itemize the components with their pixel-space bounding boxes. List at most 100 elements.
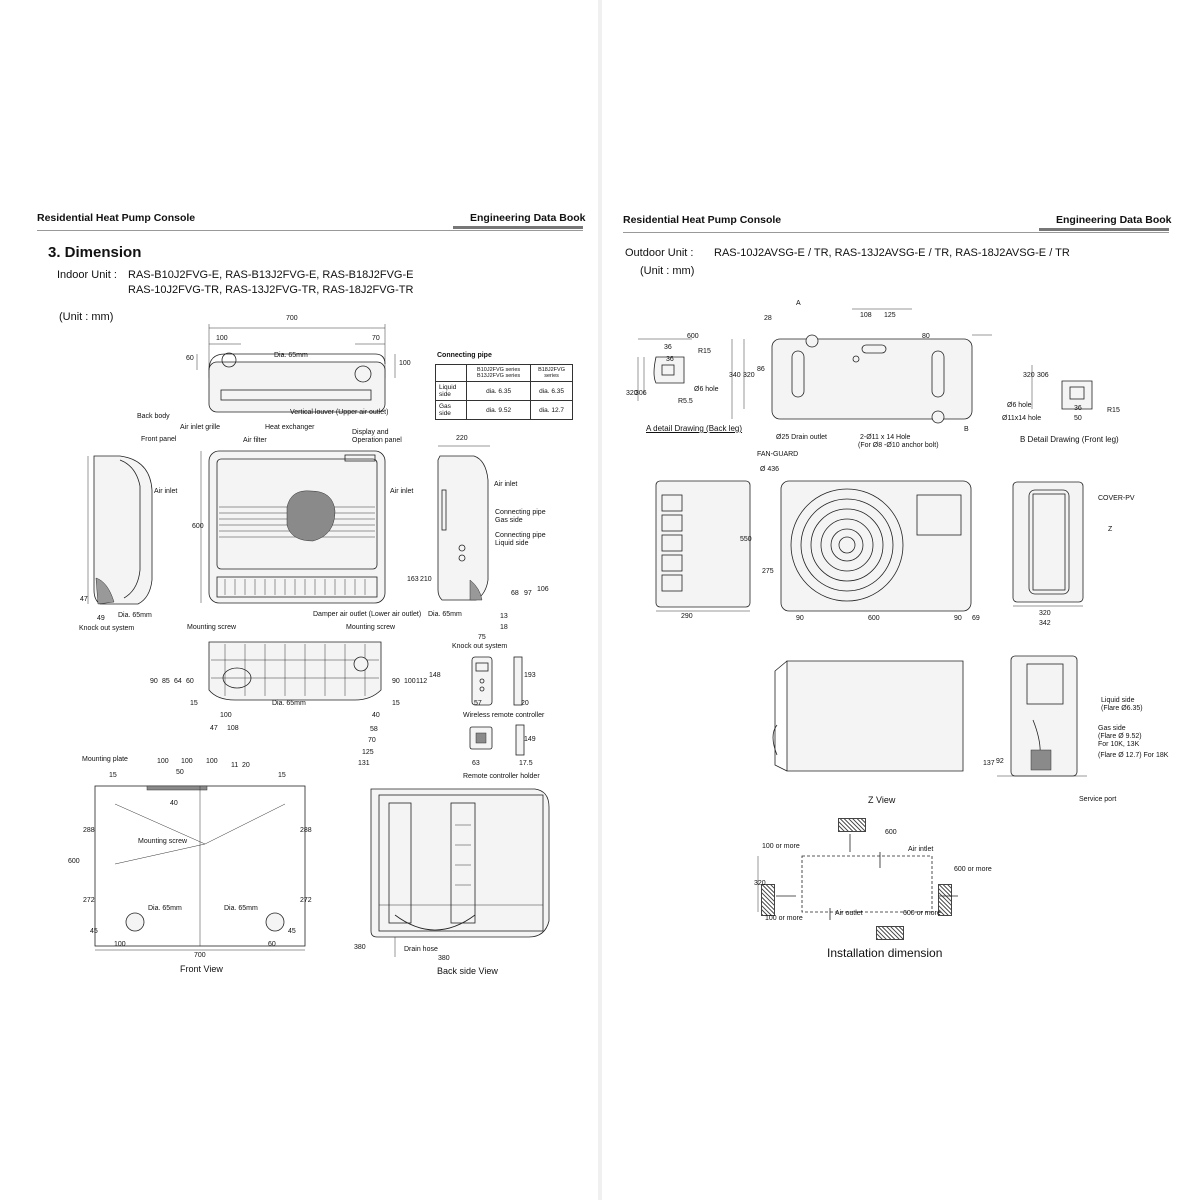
dim-68: 68: [511, 590, 519, 597]
dim-125: 125: [362, 749, 374, 756]
dim-45-right: 45: [288, 928, 296, 935]
dim-49: 49: [97, 615, 105, 622]
liquid-side-label: Liquid side: [1101, 697, 1135, 704]
dim-28: 28: [764, 315, 772, 322]
hole-2-label: 2-Ø11 x 14 Hole: [860, 434, 911, 441]
dim-100-top: 100: [216, 335, 228, 342]
dim-275: 275: [762, 568, 774, 575]
dia65-bottom-label: Dia. 65mm: [272, 700, 306, 707]
dim-210: 210: [420, 576, 432, 583]
gas-for-label: For 10K, 13K: [1098, 741, 1140, 748]
knock-out-label: Knock out system: [79, 625, 135, 632]
dim-90-left: 90: [150, 678, 158, 685]
b-detail-caption: B Detail Drawing (Front leg): [1020, 435, 1119, 444]
pipe-value-cell: dia. 6.35: [466, 381, 532, 401]
air-inlet-left-label: Air inlet: [154, 488, 178, 495]
installation-dimension-caption: Installation dimension: [827, 946, 943, 960]
dim-148: 148: [429, 672, 441, 679]
wall-hatch-top: [838, 818, 866, 832]
dia65-right-label: Dia. 65mm: [428, 611, 462, 618]
pipe-value-cell: dia. 6.35: [530, 381, 573, 401]
mounting-plate-front-view-drawing: [94, 785, 306, 951]
r15-b-label: R15: [1107, 407, 1120, 414]
dim-20-plate: 20: [242, 762, 250, 769]
dim-92: 92: [996, 758, 1004, 765]
dim-47: 47: [80, 596, 88, 603]
dim-600-install: 600: [885, 829, 897, 836]
dim-290: 290: [681, 613, 693, 620]
gas-flare-label: (Flare Ø 9.52): [1098, 733, 1142, 740]
page-gutter: [598, 0, 602, 1200]
dim-70-top: 70: [372, 335, 380, 342]
wall-hatch-bottom: [876, 926, 904, 940]
connecting-pipe-liquid-label: Connecting pipe Liquid side: [495, 532, 546, 547]
service-port-label: Service port: [1079, 796, 1117, 803]
mounting-plate-label: Mounting plate: [82, 756, 128, 763]
dim-40: 40: [372, 712, 380, 719]
remote-controller-drawing: [469, 656, 525, 756]
header-title: Residential Heat Pump Console: [37, 212, 196, 224]
dia65-plate-right-label: Dia. 65mm: [224, 905, 258, 912]
left-page: Residential Heat Pump Console Engineerin…: [0, 0, 598, 1200]
dim-11-plate: 11: [231, 762, 239, 769]
dim-58: 58: [370, 726, 378, 733]
dim-700-top: 700: [286, 315, 298, 322]
b-detail-drawing: [1031, 365, 1093, 410]
gas-side-label: Gas side: [1098, 725, 1126, 732]
air-inlet-grille-label: Air inlet grille: [180, 424, 221, 431]
dim-220: 220: [456, 435, 468, 442]
anchor-bolt-label: (For Ø8 -Ø10 anchor bolt): [858, 442, 939, 449]
liquid-flare-label: (Flare Ø6.35): [1101, 705, 1143, 712]
dim-69: 69: [972, 615, 980, 622]
outdoor-right-side-drawing: [1012, 481, 1084, 607]
dim-57: 57: [474, 700, 482, 707]
indoor-unit-label: Indoor Unit :: [57, 269, 117, 281]
z-view-drawing: [997, 655, 1087, 777]
dim-36-a: 36: [664, 344, 672, 351]
dim-700-plate: 700: [194, 952, 206, 959]
dim-288-left: 288: [83, 827, 95, 834]
dim-306-a: 306: [635, 390, 647, 397]
dim-193: 193: [524, 672, 536, 679]
dim-320-b: 320: [1023, 372, 1035, 379]
heat-exchanger-label: Heat exchanger: [265, 424, 315, 431]
air-inlet-right-label: Air inlet: [494, 481, 518, 488]
dim-340: 340: [729, 372, 741, 379]
back-side-view-drawing: [370, 788, 550, 957]
connecting-pipe-title: Connecting pipe: [437, 352, 492, 359]
wireless-remote-label: Wireless remote controller: [463, 712, 545, 719]
hole6-b-label: Ø6 hole: [1007, 402, 1032, 409]
dim-100-bottom: 100: [220, 712, 232, 719]
outdoor-left-side-drawing: [655, 480, 751, 612]
pipe-col2-header: B18J2FVG series: [530, 364, 573, 382]
dim-75: 75: [478, 634, 486, 641]
dim-320-top: 320: [743, 372, 755, 379]
dim-90-right-out: 90: [954, 615, 962, 622]
dim-15-right: 15: [392, 700, 400, 707]
header-rule: [37, 226, 583, 232]
unit-note-right: (Unit : mm): [640, 265, 695, 277]
display-panel-label: Display and Operation panel: [352, 429, 402, 444]
fan-guard-label: FAN-GUARD: [757, 451, 799, 458]
six-or-more-a: 600 or more: [954, 866, 992, 873]
dim-36-b: 36: [1074, 405, 1082, 412]
dim-64: 64: [174, 678, 182, 685]
dim-50-plate: 50: [176, 769, 184, 776]
hole11x14-label: Ø11x14 hole: [1002, 415, 1042, 422]
indoor-bottom-view-drawing: [208, 641, 382, 701]
dia65-side-label: Dia. 65mm: [118, 612, 152, 619]
cover-pv-label: COVER-PV: [1098, 495, 1135, 502]
dim-36-a2: 36: [666, 356, 674, 363]
dim-163: 163: [407, 576, 419, 583]
dia65-top-label: Dia. 65mm: [274, 352, 308, 359]
dim-45-left: 45: [90, 928, 98, 935]
dim-550: 550: [740, 536, 752, 543]
drain-hose-label: Drain hose: [404, 946, 438, 953]
dim-320-a: 320: [626, 390, 638, 397]
damper-outlet-label: Damper air outlet (Lower air outlet): [313, 611, 422, 618]
dim-320-side: 320: [1039, 610, 1051, 617]
mounting-screw-right-label: Mounting screw: [346, 624, 396, 631]
dim-600-out: 600: [868, 615, 880, 622]
